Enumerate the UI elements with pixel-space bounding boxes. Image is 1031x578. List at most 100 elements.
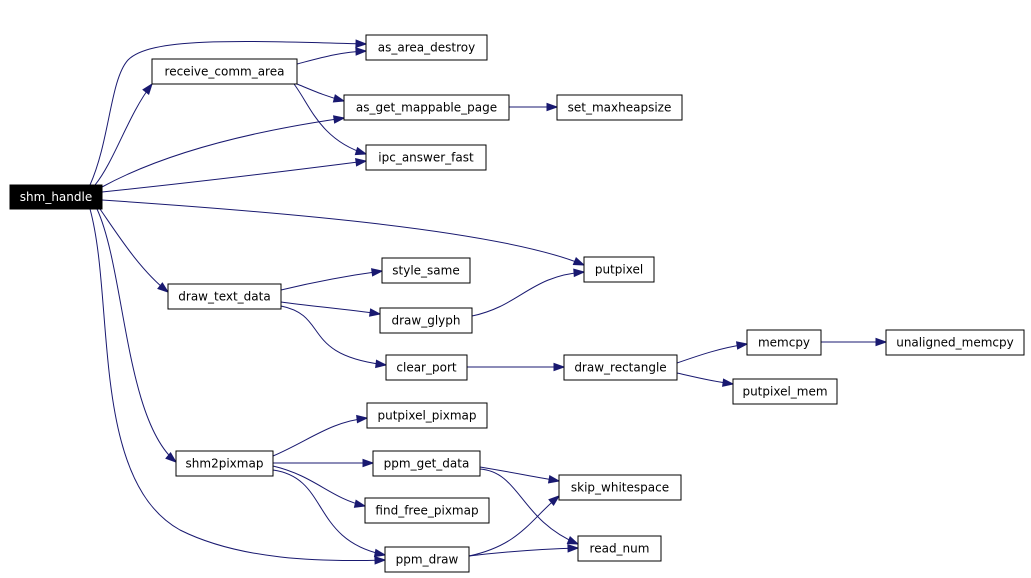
node-ppm-draw[interactable]: ppm_draw [384,546,470,573]
node-draw-text-data[interactable]: draw_text_data [167,283,282,310]
arrowhead-skip_whitespace [547,474,561,484]
node-unaligned-memcpy[interactable]: unaligned_memcpy [885,329,1025,356]
arrowhead-style_same [371,268,384,277]
node-label: find_free_pixmap [375,504,478,518]
arrowhead-putpixel_mem [722,378,735,387]
node-box [365,34,488,61]
edge-draw_text_data-to-clear_port [280,305,387,366]
edge-ppm_draw-to-read_num [468,547,579,557]
arrowhead-putpixel [573,268,586,278]
arrowhead-receive_comm_area [142,82,153,95]
arrowhead-clear_port [375,359,388,369]
node-box [563,354,678,381]
arrowhead-as_area_destroy [355,39,368,49]
node-label: unaligned_memcpy [896,336,1014,350]
edge-draw_glyph-to-putpixel [471,271,585,317]
edge-shm2pixmap-to-putpixel_pixmap [272,417,368,457]
node-ipc-answer-fast[interactable]: ipc_answer_fast [365,144,487,171]
node-box [167,283,282,310]
arrowhead-read_num [567,544,580,553]
node-box [885,329,1025,356]
arrowhead-ipc_answer_fast [354,146,368,156]
arrowhead-ipc_answer_fast [355,158,368,167]
edge-ppm_get_data-to-skip_whitespace [479,466,560,482]
node-label: draw_rectangle [574,361,666,375]
node-as-area-destroy[interactable]: as_area_destroy [365,34,488,61]
node-box [366,402,488,429]
node-label: draw_glyph [392,314,461,328]
node-box [381,257,471,284]
node-label: set_maxheapsize [568,101,672,115]
node-box [732,378,838,405]
node-draw-rectangle[interactable]: draw_rectangle [563,354,678,381]
node-box [384,546,470,573]
edge-shm_handle-to-as_get_mappable_page [101,117,345,188]
node-box [343,94,510,121]
arrowhead-find_free_pixmap [353,499,367,508]
node-shm-handle[interactable]: shm_handle [9,184,103,210]
edge-shm_handle-to-ipc_answer_fast [101,160,367,193]
arrowhead-ppm_get_data [362,458,375,468]
arrowhead-draw_glyph [368,308,382,317]
node-box [556,94,683,121]
node-label: putpixel [595,263,643,277]
node-label: putpixel_pixmap [377,409,476,423]
edge-shm_handle-to-receive_comm_area [94,83,153,186]
arrowhead-skip_whitespace [548,495,561,507]
edge-shm_handle-to-as_area_destroy [89,41,367,186]
node-label: memcpy [758,336,810,350]
node-putpixel-mem[interactable]: putpixel_mem [732,378,838,405]
arrowhead-memcpy [735,341,749,350]
node-box [365,144,487,171]
node-putpixel-pixmap[interactable]: putpixel_pixmap [366,402,488,429]
node-label: as_get_mappable_page [356,101,497,115]
node-style-same[interactable]: style_same [381,257,471,284]
arrowhead-read_num [566,536,580,545]
node-skip-whitespace[interactable]: skip_whitespace [558,474,682,501]
node-read-num[interactable]: read_num [577,535,662,562]
node-set-maxheapsize[interactable]: set_maxheapsize [556,94,683,121]
node-label: ppm_get_data [384,457,470,471]
node-label: shm2pixmap [186,457,264,471]
node-box [364,497,490,524]
node-label: draw_text_data [178,290,270,304]
node-label: read_num [590,542,650,556]
node-box [577,535,662,562]
edge-receive_comm_area-to-ipc_answer_fast [293,83,367,155]
arrowhead-ppm_draw [373,548,387,558]
node-shm2pixmap[interactable]: shm2pixmap [175,450,274,477]
edge-draw_rectangle-to-memcpy [676,343,748,364]
arrowhead-putpixel [572,256,586,266]
arrowhead-as_get_mappable_page [332,94,346,103]
node-label: clear_port [396,361,456,375]
edge-shm_handle-to-ppm_draw [89,208,386,562]
edges-layer [89,39,888,565]
node-box [379,307,473,334]
arrowhead-set_maxheapsize [546,102,559,112]
node-box [175,450,274,477]
arrowhead-as_area_destroy [355,47,368,56]
node-label: shm_handle [20,190,92,204]
node-label: putpixel_mem [742,385,827,399]
node-receive-comm-area[interactable]: receive_comm_area [151,58,298,85]
node-label: skip_whitespace [571,481,669,495]
arrowhead-as_get_mappable_page [332,115,346,124]
edge-shm2pixmap-to-find_free_pixmap [272,465,366,507]
node-memcpy[interactable]: memcpy [746,329,822,356]
node-find-free-pixmap[interactable]: find_free_pixmap [364,497,490,524]
node-putpixel[interactable]: putpixel [583,256,655,283]
edge-shm_handle-to-putpixel [101,199,585,266]
node-clear-port[interactable]: clear_port [385,354,468,381]
node-box [372,450,481,477]
arrowhead-unaligned_memcpy [875,337,888,347]
node-label: as_area_destroy [378,41,475,55]
arrowhead-putpixel_pixmap [356,414,369,424]
node-box [558,474,682,501]
node-as-get-mappable-page[interactable]: as_get_mappable_page [343,94,510,121]
nodes-layer: shm_handle receive_comm_area as_area_destr… [9,34,1025,573]
node-draw-glyph[interactable]: draw_glyph [379,307,473,334]
edge-ppm_get_data-to-read_num [479,468,579,545]
node-box [151,58,298,85]
edge-draw_text_data-to-draw_glyph [280,301,381,315]
node-ppm-get-data[interactable]: ppm_get_data [372,450,481,477]
